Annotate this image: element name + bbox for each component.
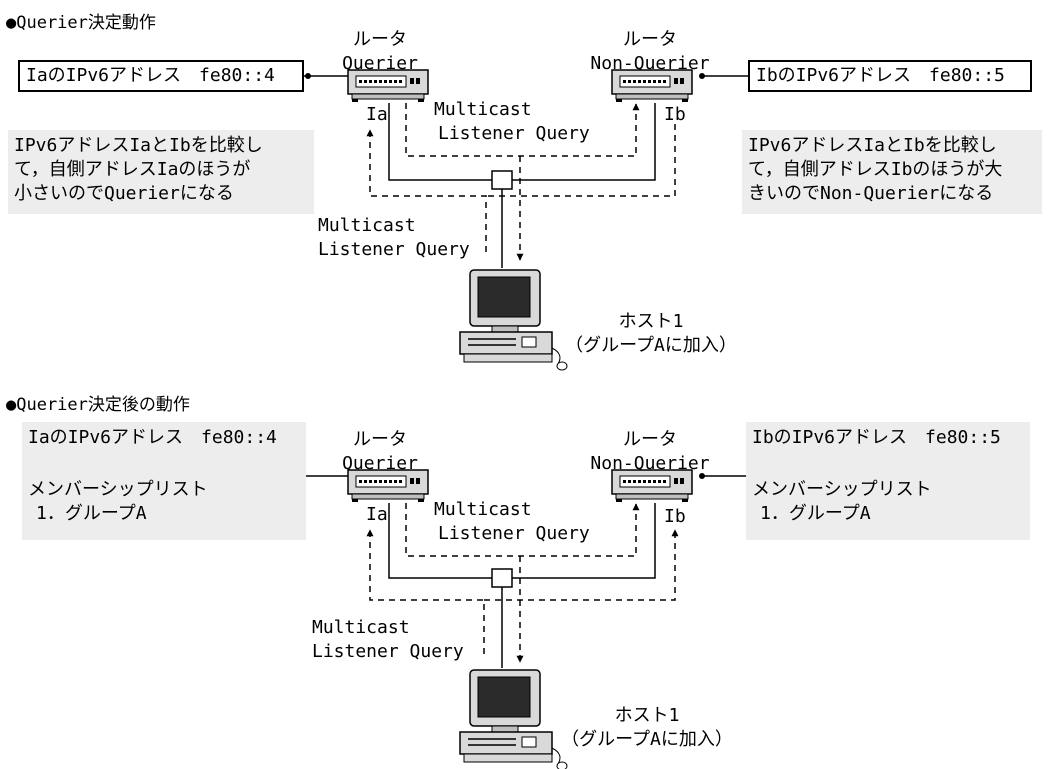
mq-lower-line2: Listener Query [318,239,470,260]
query2-path-to-ia [366,529,485,654]
router-a2-label-line1: ルータ [353,429,407,450]
addr-b2-dot [699,473,705,479]
router-a-label-line2: Querier [342,53,418,74]
link-router-b-to-hub [512,103,656,181]
router-a-label-line1: ルータ [353,29,407,50]
router-b2-label: ルータ Non-Querier [570,428,730,476]
mq2-lower-line1: Multicast [312,617,410,638]
membership-box-ib-item: 1．グループA [760,503,871,524]
address-box-ib: IbのIPv6アドレス fe80::5 [748,60,1032,92]
membership-box-ib: IbのIPv6アドレス fe80::5 メンバーシップリスト 1．グループA [746,422,1030,540]
multicast-query-label-lower: Multicast Listener Query [318,214,470,262]
mq-upper-line2: Listener Query [438,123,590,144]
host1-label: ホスト1 （グループAに加入） [556,310,746,358]
mq2-upper-line1: Multicast [434,499,532,520]
note-non-querier-line2: て，自側アドレスIbのほうが大 [748,159,1003,180]
query-path-a-to-b [405,103,640,157]
link2-router-a-to-hub [388,503,492,579]
multicast-query2-label-lower: Multicast Listener Query [312,616,464,664]
host1b-name: ホスト1 [614,705,680,726]
link2-router-b-to-hub [512,503,656,579]
host1-group: （グループAに加入） [565,335,737,356]
router-a-label: ルータ Querier [300,28,460,76]
note-non-querier-line1: IPv6アドレスIaとIbを比較し [748,135,997,156]
router-querier-icon [346,68,430,104]
section2-title: ●Querier決定後の動作 [6,395,190,415]
port-ia-label: Ia [366,104,388,125]
hub-icon [491,170,513,190]
membership-box-ib-list-title: メンバーシップリスト [752,479,932,500]
router-b-label: ルータ Non-Querier [570,28,730,76]
addr-a-dot [305,73,311,79]
section1-title: ●Querier決定動作 [6,13,156,33]
router-a2-label-line2: Querier [342,453,418,474]
mq2-lower-line2: Listener Query [312,641,464,662]
port-ib-label: Ib [664,104,686,125]
membership-box-ia-list-title: メンバーシップリスト [28,479,208,500]
mq2-upper-line2: Listener Query [438,523,590,544]
query-path-to-ia [366,129,487,252]
port-ib2-label: Ib [664,506,686,527]
note-querier-line1: IPv6アドレスIaとIbを比較し [14,135,263,156]
note-non-querier: IPv6アドレスIaとIbを比較し て，自側アドレスIbのほうが大 きいのでNo… [742,130,1042,214]
membership-box-ia: IaのIPv6アドレス fe80::4 メンバーシップリスト 1．グループA [22,422,306,540]
router-b-label-line2: Non-Querier [590,53,710,74]
addr-b-dot [699,73,705,79]
mq-lower-line1: Multicast [318,215,416,236]
note-querier: IPv6アドレスIaとIbを比較し て，自側アドレスIaのほうが 小さいのでQu… [8,130,314,214]
membership-box-ib-addr: IbのIPv6アドレス fe80::5 [752,427,1001,448]
host1b-label: ホスト1 （グループAに加入） [552,704,742,752]
multicast-query-label-upper: Multicast Listener Query [434,98,590,146]
query2-path-to-ib [484,529,679,601]
router-b2-label-line2: Non-Querier [590,453,710,474]
host1b-group: （グループAに加入） [561,729,733,750]
hub2-icon [491,568,513,588]
router-b2-label-line1: ルータ [623,429,677,450]
query-path-ib-branch [486,124,676,197]
multicast-query2-label-upper: Multicast Listener Query [434,498,590,546]
query2-path-a-to-b [405,503,640,557]
router-querier2-icon [346,468,430,504]
link-router-a-to-hub [388,103,492,181]
note-querier-line2: て，自側アドレスIaのほうが [14,159,251,180]
port-ia2-label: Ia [366,504,388,525]
mq-upper-line1: Multicast [434,99,532,120]
address-box-ia: IaのIPv6アドレス fe80::4 [18,60,304,92]
membership-box-ia-addr: IaのIPv6アドレス fe80::4 [28,427,277,448]
host1-name: ホスト1 [618,311,684,332]
note-querier-line3: 小さいのでQuerierになる [14,183,234,204]
router-non-querier2-icon [610,468,694,504]
router-non-querier-icon [610,68,694,104]
note-non-querier-line3: きいのでNon-Querierになる [748,183,994,204]
host1-pc-icon [459,269,568,371]
host1b-pc-icon [459,669,568,769]
router-b-label-line1: ルータ [623,29,677,50]
router-a2-label: ルータ Querier [300,428,460,476]
membership-box-ia-item: 1．グループA [36,503,147,524]
